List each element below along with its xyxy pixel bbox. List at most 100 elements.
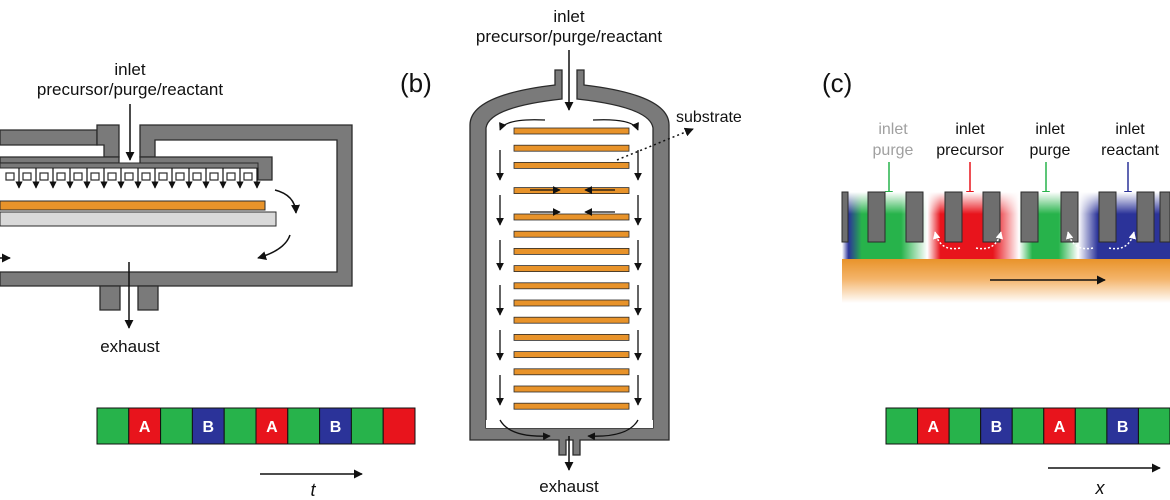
substrate-wafer bbox=[513, 368, 630, 376]
injector-block bbox=[982, 191, 1001, 243]
substrate-wafer bbox=[513, 230, 630, 238]
panel-a-flow-arrow-2 bbox=[257, 234, 291, 261]
sequence-cell bbox=[917, 407, 950, 445]
showerhead-hole bbox=[175, 172, 185, 181]
substrate-wafer bbox=[513, 316, 630, 324]
panel-b-substrate-label: substrate bbox=[676, 109, 742, 126]
sequence-cell-label: A bbox=[1054, 419, 1066, 436]
panel-c: (c) inletpurgeinletprecursorinletpurgein… bbox=[822, 68, 1170, 498]
injector-block bbox=[905, 191, 924, 243]
panel-c-space-label: x bbox=[1095, 478, 1106, 498]
panel-c-substrate bbox=[842, 259, 1170, 303]
sequence-cell bbox=[1137, 407, 1170, 445]
sequence-cell bbox=[1011, 407, 1045, 445]
sequence-cell bbox=[885, 407, 919, 445]
showerhead-hole bbox=[124, 172, 134, 181]
injector-block bbox=[841, 191, 849, 243]
panel-b-vessel-wall bbox=[469, 69, 670, 456]
injector-block bbox=[1136, 191, 1155, 243]
panel-a-showerhead-holes bbox=[5, 168, 261, 189]
panel-c-dotted-flows bbox=[933, 231, 1136, 250]
panel-b-inlet-sublabel: precursor/purge/reactant bbox=[476, 27, 662, 46]
substrate-wafer bbox=[513, 402, 630, 410]
sequence-cell-label: B bbox=[1117, 419, 1129, 436]
panel-c-inlet-labels: inletpurgeinletprecursorinletpurgeinletr… bbox=[873, 121, 1159, 199]
panel-b-bottom-flow-right bbox=[587, 419, 639, 441]
panel-b-label: (b) bbox=[400, 68, 432, 98]
panel-a-exhaust-label: exhaust bbox=[100, 337, 160, 356]
inlet-label: inlet bbox=[955, 121, 985, 138]
panel-b-inlet-label: inlet bbox=[553, 7, 584, 26]
showerhead-hole bbox=[226, 172, 236, 181]
panel-a-inlet-pipe-left bbox=[96, 124, 120, 158]
panel-c-head-blocks bbox=[841, 191, 1170, 243]
panel-b-top-flow-right bbox=[592, 119, 639, 131]
sequence-cell bbox=[128, 407, 162, 445]
inlet-label: inlet bbox=[1115, 121, 1145, 138]
sequence-cell bbox=[948, 407, 982, 445]
substrate-wafer bbox=[513, 144, 630, 152]
panel-a-time-label: t bbox=[310, 480, 316, 500]
injector-block bbox=[1159, 191, 1170, 243]
sequence-cell bbox=[350, 407, 384, 445]
substrate-wafer bbox=[513, 127, 630, 135]
panel-b-substrate-pointer bbox=[616, 127, 694, 161]
substrate-wafer bbox=[513, 299, 630, 307]
showerhead-hole bbox=[5, 172, 15, 181]
panel-a-substrate bbox=[0, 200, 266, 211]
sequence-cell-label: B bbox=[991, 419, 1003, 436]
showerhead-hole bbox=[141, 172, 151, 181]
panel-b-exhaust-label: exhaust bbox=[539, 477, 599, 496]
substrate-wafer bbox=[513, 333, 630, 341]
panel-a-exhaust-pipe bbox=[99, 285, 159, 311]
sequence-cell bbox=[382, 407, 416, 445]
showerhead-hole bbox=[22, 172, 32, 181]
panel-c-label: (c) bbox=[822, 68, 852, 98]
sequence-cell bbox=[1106, 407, 1139, 445]
sequence-cell-label: A bbox=[139, 419, 151, 436]
sequence-cell-label: B bbox=[203, 419, 215, 436]
inlet-label: purge bbox=[1030, 142, 1071, 159]
panel-b-substrate-stack bbox=[513, 127, 630, 410]
sequence-cell bbox=[1074, 407, 1108, 445]
injector-block bbox=[944, 191, 963, 243]
substrate-wafer bbox=[513, 213, 630, 221]
sequence-cell bbox=[223, 407, 257, 445]
showerhead-hole bbox=[56, 172, 66, 181]
dotted-flow-arrow bbox=[933, 231, 961, 250]
panel-b-bottom-flow-left bbox=[499, 419, 551, 441]
showerhead-hole bbox=[158, 172, 168, 181]
sequence-cell-label: B bbox=[330, 419, 342, 436]
substrate-wafer bbox=[513, 247, 630, 255]
injector-block bbox=[867, 191, 886, 243]
inlet-label: precursor bbox=[936, 142, 1004, 159]
showerhead-hole bbox=[73, 172, 83, 181]
sequence-cell-label: A bbox=[266, 419, 278, 436]
panel-a-inlet-sublabel: precursor/purge/reactant bbox=[37, 80, 223, 99]
substrate-wafer bbox=[513, 385, 630, 393]
inlet-label: inlet bbox=[1035, 121, 1065, 138]
panel-b-base-plate bbox=[486, 420, 653, 428]
panel-b: (b) inlet precursor/purge/reactant subst… bbox=[400, 7, 742, 496]
panel-a-inlet-label: inlet bbox=[114, 60, 145, 79]
showerhead-hole bbox=[192, 172, 202, 181]
sequence-cell bbox=[255, 407, 289, 445]
panel-a-flow-arrow-1 bbox=[274, 189, 301, 214]
substrate-wafer bbox=[513, 161, 630, 169]
substrate-wafer bbox=[513, 351, 630, 359]
injector-block bbox=[1060, 191, 1079, 243]
showerhead-hole bbox=[209, 172, 219, 181]
sequence-cell bbox=[980, 407, 1013, 445]
inlet-label: reactant bbox=[1101, 142, 1159, 159]
substrate-wafer bbox=[513, 187, 630, 195]
sequence-cell-label: A bbox=[928, 419, 940, 436]
showerhead-hole bbox=[107, 172, 117, 181]
panel-a-susceptor bbox=[0, 211, 277, 227]
panel-a-reactor-wall bbox=[0, 129, 98, 146]
sequence-cell bbox=[319, 407, 352, 445]
injector-block bbox=[1020, 191, 1039, 243]
sequence-cell bbox=[287, 407, 321, 445]
